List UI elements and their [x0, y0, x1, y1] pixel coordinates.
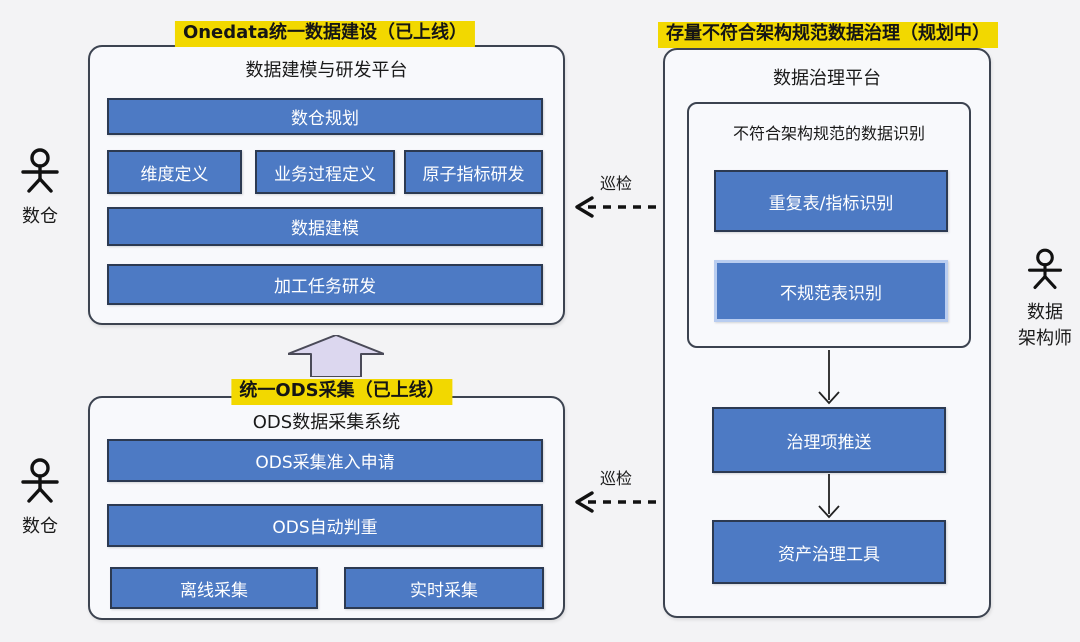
node-governance-item-push: 治理项推送	[712, 407, 946, 473]
node-ods-auto-dedup: ODS自动判重	[107, 504, 543, 547]
node-processing-task-dev: 加工任务研发	[107, 264, 543, 305]
node-realtime-collection: 实时采集	[344, 567, 544, 609]
inspection-label: 巡检	[599, 174, 632, 193]
person-icon	[1028, 248, 1062, 289]
inspection-arrow-top: 巡检	[566, 170, 666, 219]
governance-platform-container: 数据治理平台 不符合架构规范的数据识别 重复表/指标识别 不规范表识别 治理项推…	[663, 48, 991, 618]
node-atomic-metric-dev: 原子指标研发	[404, 150, 543, 194]
node-ods-access-request: ODS采集准入申请	[107, 439, 543, 482]
inspection-arrow-bottom: 巡检	[566, 465, 666, 514]
tag-legacy-governance: 存量不符合架构规范数据治理（规划中）	[658, 22, 998, 48]
modeling-platform-title: 数据建模与研发平台	[245, 60, 408, 81]
inspection-label: 巡检	[599, 469, 632, 488]
actor-label-line1: 数据	[1027, 302, 1063, 323]
node-offline-collection: 离线采集	[110, 567, 318, 609]
tag-unified-ods-collection: 统一ODS采集（已上线）	[231, 379, 453, 405]
node-asset-governance-tool: 资产治理工具	[712, 520, 946, 584]
actor-label: 数仓	[22, 206, 58, 227]
dashed-left-arrow-icon	[575, 491, 660, 513]
dashed-left-arrow-icon	[575, 196, 660, 218]
node-business-process-definition: 业务过程定义	[255, 150, 395, 194]
actor-data-warehouse-bottom: 数仓	[5, 458, 75, 540]
person-icon	[21, 458, 59, 503]
actor-data-architect: 数据 架构师	[1010, 248, 1080, 352]
ods-system-container: ODS数据采集系统 ODS采集准入申请 ODS自动判重 离线采集 实时采集	[88, 396, 565, 620]
tag-onedata-construction: Onedata统一数据建设（已上线）	[174, 21, 476, 47]
governance-platform-title: 数据治理平台	[773, 68, 881, 89]
modeling-platform-container: 数据建模与研发平台 数仓规划 维度定义 业务过程定义 原子指标研发 数据建模 加…	[88, 45, 565, 325]
node-duplicate-table-metric-identify: 重复表/指标识别	[714, 170, 948, 232]
actor-label: 数仓	[22, 516, 58, 537]
node-dimension-definition: 维度定义	[107, 150, 242, 194]
node-nonstandard-table-identify: 不规范表识别	[714, 260, 948, 322]
nonconforming-data-identify-box: 不符合架构规范的数据识别 重复表/指标识别 不规范表识别	[687, 102, 971, 348]
person-icon	[21, 148, 59, 193]
up-arrow-icon	[288, 335, 384, 377]
node-data-modeling: 数据建模	[107, 207, 543, 246]
ods-system-title: ODS数据采集系统	[252, 412, 401, 433]
actor-data-warehouse-top: 数仓	[5, 148, 75, 230]
down-arrow-icon	[818, 350, 840, 405]
down-arrow-icon	[818, 474, 840, 519]
actor-label-line2: 架构师	[1018, 328, 1072, 350]
identify-box-title: 不符合架构规范的数据识别	[732, 124, 925, 143]
node-warehouse-planning: 数仓规划	[107, 98, 543, 135]
